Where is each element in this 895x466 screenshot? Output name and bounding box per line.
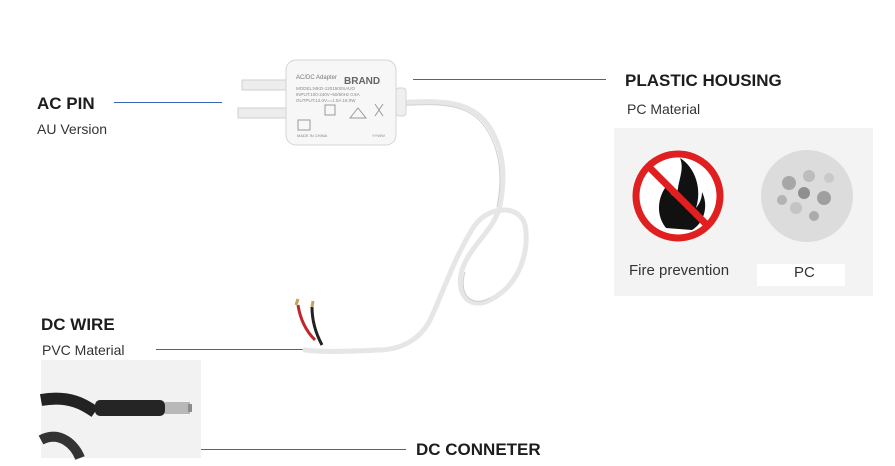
dc-wire-title: DC WIRE <box>41 315 115 334</box>
adapter-print-input: INPUT:100-240V~50/60Hz 0.5A <box>296 92 360 97</box>
pc-caption-box <box>757 264 845 286</box>
adapter-housing <box>285 59 407 146</box>
material-panel-graphics <box>632 150 853 286</box>
pc-pellets-image <box>761 150 853 242</box>
dc-connector-title: DC CONNETER <box>416 440 541 459</box>
adapter-print-model: MODEL:MKD-1201500SAUO <box>296 86 356 91</box>
housing-subtitle: PC Material <box>627 101 701 117</box>
dc-wire-leader <box>156 349 378 350</box>
ac-pin-subtitle: AU Version <box>37 121 108 137</box>
adapter-print-date-code: YYWW <box>372 133 385 138</box>
housing-leader <box>413 79 606 80</box>
pc-caption: PC <box>794 264 815 281</box>
dc-wire-subtitle: PVC Material <box>42 342 125 358</box>
housing-title: PLASTIC HOUSING <box>625 71 782 90</box>
ac-pins <box>237 79 289 119</box>
dc-connector-leader-horizontal <box>185 449 406 450</box>
dc-connector-photo <box>38 360 201 461</box>
fire-prevention-caption: Fire prevention <box>629 262 730 279</box>
adapter-print-output: OUTPUT:12.0V==1.5A 18.0W <box>296 98 356 103</box>
ac-pin-leader <box>114 102 222 103</box>
cable <box>302 99 529 354</box>
ac-pin-title: AC PIN <box>37 94 95 113</box>
fire-prohibited-icon <box>632 150 724 242</box>
adapter-print-brand: BRAND <box>344 76 380 87</box>
cable-shadow <box>394 104 501 302</box>
material-panel: Fire prevention PC <box>614 128 873 296</box>
adapter-print-made-in: MADE IN CHINA <box>297 133 328 138</box>
adapter-print-line1: AC/DC Adapter <box>296 75 337 81</box>
wire-ends <box>294 298 324 346</box>
